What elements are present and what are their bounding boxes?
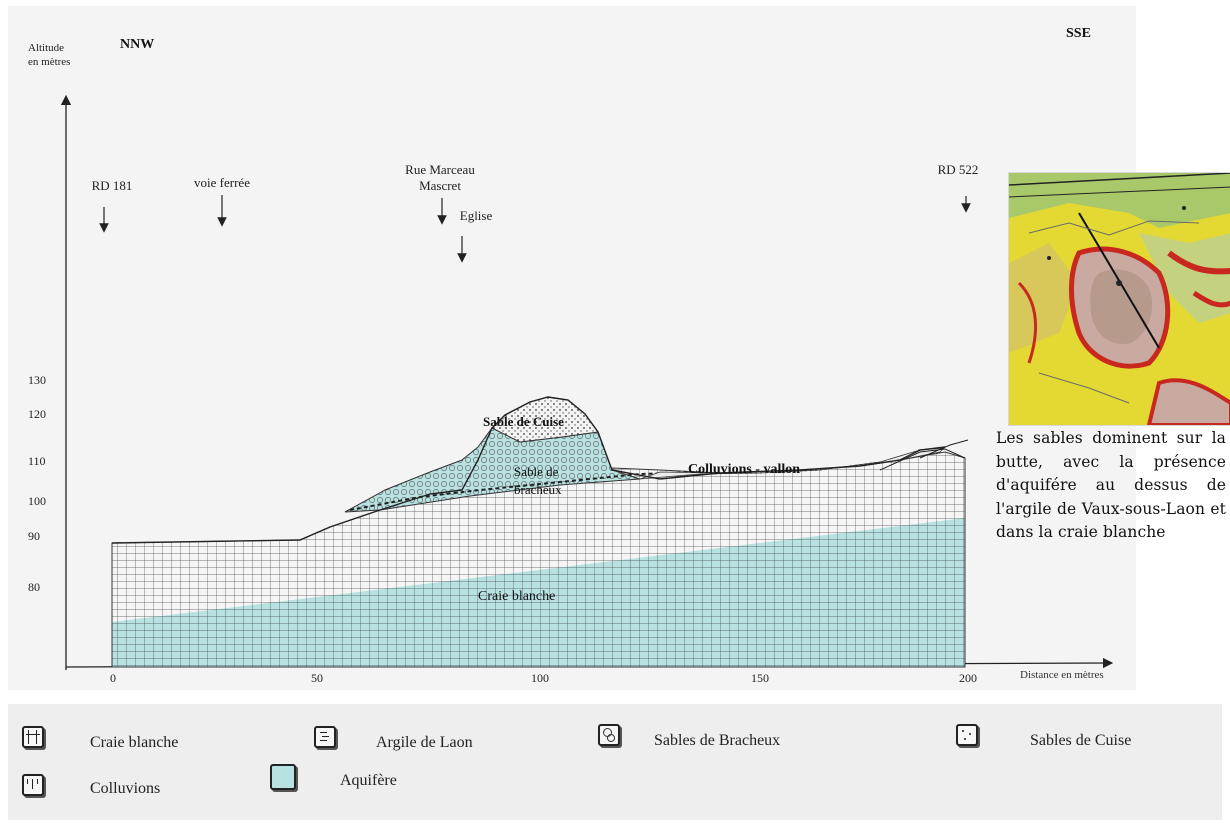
craie-symbol-icon [22, 726, 44, 748]
legend-item-colluvions: Colluvions [22, 774, 161, 797]
y-tick-label: 100 [28, 494, 46, 508]
colluvions-symbol-icon [22, 774, 44, 796]
x-tick-label: 100 [531, 671, 549, 685]
legend-label-argile: Argile de Laon [376, 734, 473, 751]
label-sable-de-bracheux: Sable de [514, 464, 559, 479]
legend-label-craie: Craie blanche [90, 734, 179, 751]
y-tick-label: 90 [28, 529, 40, 543]
legend-panel: Craie blanche Argile de Laon Sables de B… [8, 704, 1222, 820]
x-tick-label: 50 [311, 671, 323, 685]
landmark-label: RD 181 [92, 178, 133, 193]
legend-item-craie: Craie blanche [22, 726, 178, 751]
landmark-label: voie ferrée [194, 175, 250, 190]
label-sable-de-bracheux-2: bracheux [514, 482, 562, 497]
legend-item-argile: Argile de Laon [314, 726, 473, 751]
legend-item-aquifere: Aquifère [270, 764, 397, 790]
label-colluvions-vallon: Colluvions - vallon [688, 462, 800, 477]
legend-item-cuise: Sables de Cuise [956, 724, 1131, 749]
x-tick-label: 0 [110, 671, 116, 685]
geological-map-inset [1008, 172, 1230, 426]
craie-blanche-layer [111, 451, 966, 668]
y-tick-label: 130 [28, 373, 46, 387]
legend-label-aquifere: Aquifère [340, 772, 397, 789]
topo-extension-line [879, 439, 969, 471]
label-craie-blanche: Craie blanche [478, 589, 555, 604]
argile-symbol-icon [314, 726, 336, 748]
legend-label-bracheux: Sables de Bracheux [654, 732, 781, 749]
legend-label-colluvions: Colluvions [90, 780, 161, 797]
aquifere-symbol-icon [270, 764, 296, 790]
axis-title-unit: en mètres [28, 56, 70, 68]
landmark-label: Rue Marceau [405, 162, 475, 177]
legend-item-bracheux: Sables de Bracheux [598, 724, 780, 749]
landmark-label: RD 522 [938, 162, 979, 177]
x-tick-label: 200 [959, 671, 977, 685]
direction-sse: SSE [1066, 26, 1091, 41]
y-tick-label: 120 [28, 407, 46, 421]
ground-surface-line [111, 396, 946, 544]
x-ticks: 0 50 100 150 200 [110, 671, 977, 685]
bracheux-symbol-icon [598, 724, 620, 746]
y-tick-label: 80 [28, 580, 40, 594]
geological-cross-section: 130 120 110 100 90 80 0 50 100 150 200 A… [28, 26, 1114, 685]
cuise-symbol-icon [956, 724, 978, 746]
label-sable-de-cuise: Sable de Cuise [483, 414, 564, 429]
landmark-label: Mascret [419, 178, 461, 193]
direction-nnw: NNW [120, 37, 154, 52]
landmark-label: Eglise [460, 208, 493, 223]
map-caption: Les sables dominent sur la butte, avec l… [996, 429, 1226, 541]
x-tick-label: 150 [751, 671, 769, 685]
legend-label-cuise: Sables de Cuise [1030, 732, 1132, 749]
x-axis-label: Distance en mètres [1020, 669, 1104, 681]
y-tick-label: 110 [28, 454, 46, 468]
y-ticks: 130 120 110 100 90 80 [28, 373, 46, 594]
landmark-arrows [99, 195, 971, 263]
axis-title-altitude: Altitude [28, 42, 64, 54]
